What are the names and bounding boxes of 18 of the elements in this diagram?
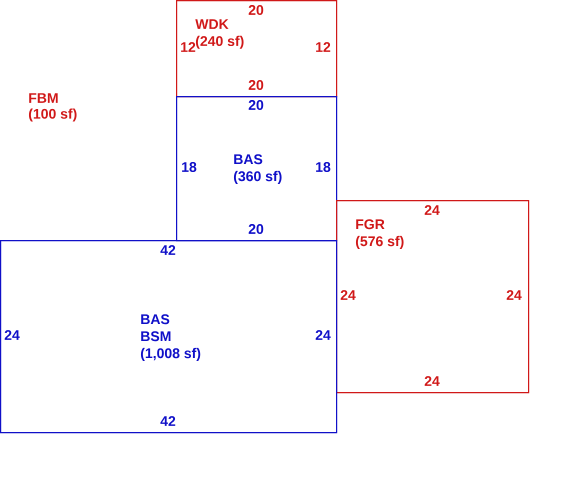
dimension-label: 24	[4, 330, 20, 340]
dimension-label: 12	[181, 42, 196, 52]
area-label: FBM	[29, 93, 58, 103]
dimension-label: 24	[424, 205, 440, 215]
dimension-label: 18	[182, 162, 196, 172]
dimension-label: 20	[248, 224, 264, 234]
area-label: (100 sf)	[28, 108, 77, 122]
dimension-label: 20	[248, 5, 264, 15]
dimension-label: 24	[340, 290, 356, 300]
dimension-label: 18	[316, 162, 330, 172]
dimension-label: 12	[316, 42, 330, 52]
dimension-label: 24	[316, 330, 331, 340]
dimension-label: 24	[424, 376, 440, 386]
dimension-label: 20	[248, 100, 264, 110]
dimension-label: 42	[160, 416, 176, 426]
dimension-label: 20	[248, 80, 264, 90]
dimension-label: 24	[506, 290, 522, 300]
dimension-label: 42	[160, 245, 176, 255]
